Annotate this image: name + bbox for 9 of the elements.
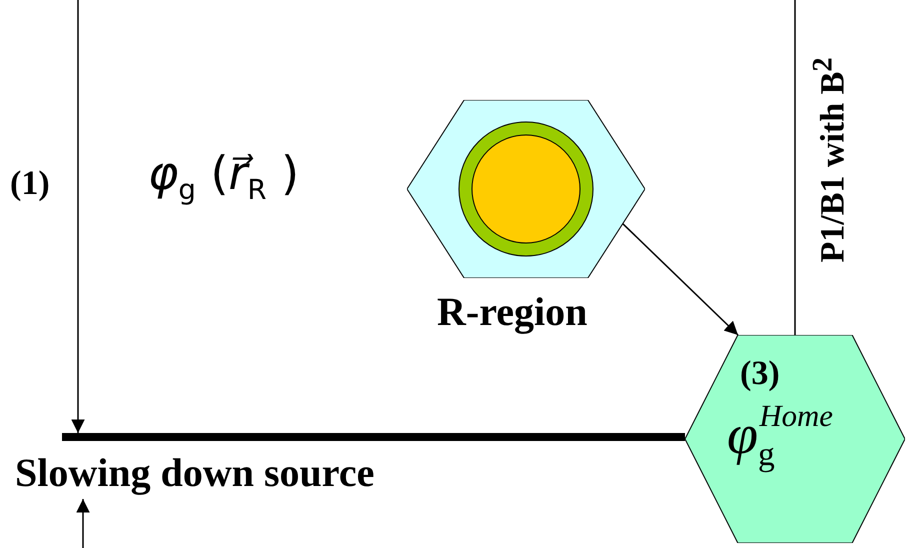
connector-line [794, 0, 796, 335]
flux-formula: φ$_{g}$ (r⃗$_{R}$ ) [148, 150, 300, 204]
arrow [622, 223, 739, 336]
source-label: Slowing down source [15, 453, 374, 493]
region-label: R-region [437, 292, 588, 332]
edge-label: (1) [10, 167, 50, 201]
arrow [76, 499, 90, 548]
node-number: (3) [740, 357, 780, 391]
arrow [71, 0, 85, 433]
